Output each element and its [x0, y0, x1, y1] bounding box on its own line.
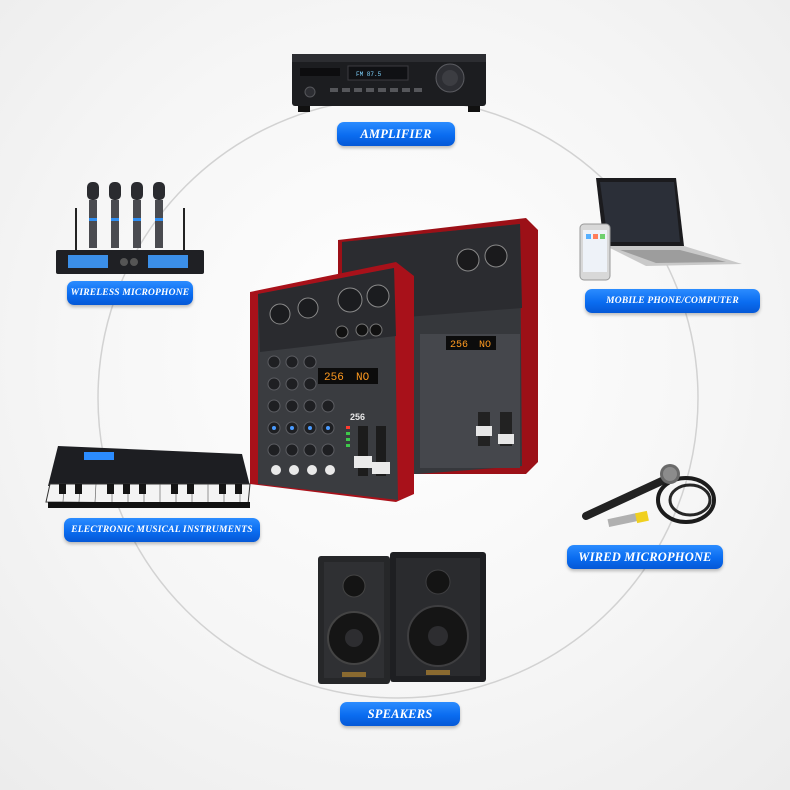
- rear-display-right: NO: [479, 340, 491, 351]
- wireless-microphone-image: [56, 182, 204, 274]
- front-display-right: NO: [356, 372, 370, 384]
- amplifier-label: AMPLIFIER: [337, 122, 455, 146]
- musical-instruments-label: ELECTRONIC MUSICAL INSTRUMENTS: [64, 518, 260, 542]
- wireless-microphone-label: WIRELESS MICROPHONE: [67, 281, 193, 305]
- svg-text:FM 87.5: FM 87.5: [356, 71, 382, 78]
- keyboard-image: [45, 446, 251, 508]
- wired-microphone-image: [582, 464, 716, 528]
- amplifier-image: FM 87.5: [292, 54, 486, 112]
- model-badge: 256: [350, 412, 365, 422]
- speakers-image: [318, 552, 486, 684]
- audio-mixer-image: 256 NO 256 NO 256: [250, 218, 538, 502]
- mobile-computer-image: [579, 178, 742, 281]
- speakers-label: SPEAKERS: [340, 702, 460, 726]
- rear-display-left: 256: [450, 340, 468, 351]
- wired-microphone-label: WIRED MICROPHONE: [567, 545, 723, 569]
- mobile-computer-label: MOBILE PHONE/COMPUTER: [585, 289, 760, 313]
- front-display-left: 256: [324, 372, 344, 384]
- front-mixer: 256 NO 256: [250, 262, 414, 502]
